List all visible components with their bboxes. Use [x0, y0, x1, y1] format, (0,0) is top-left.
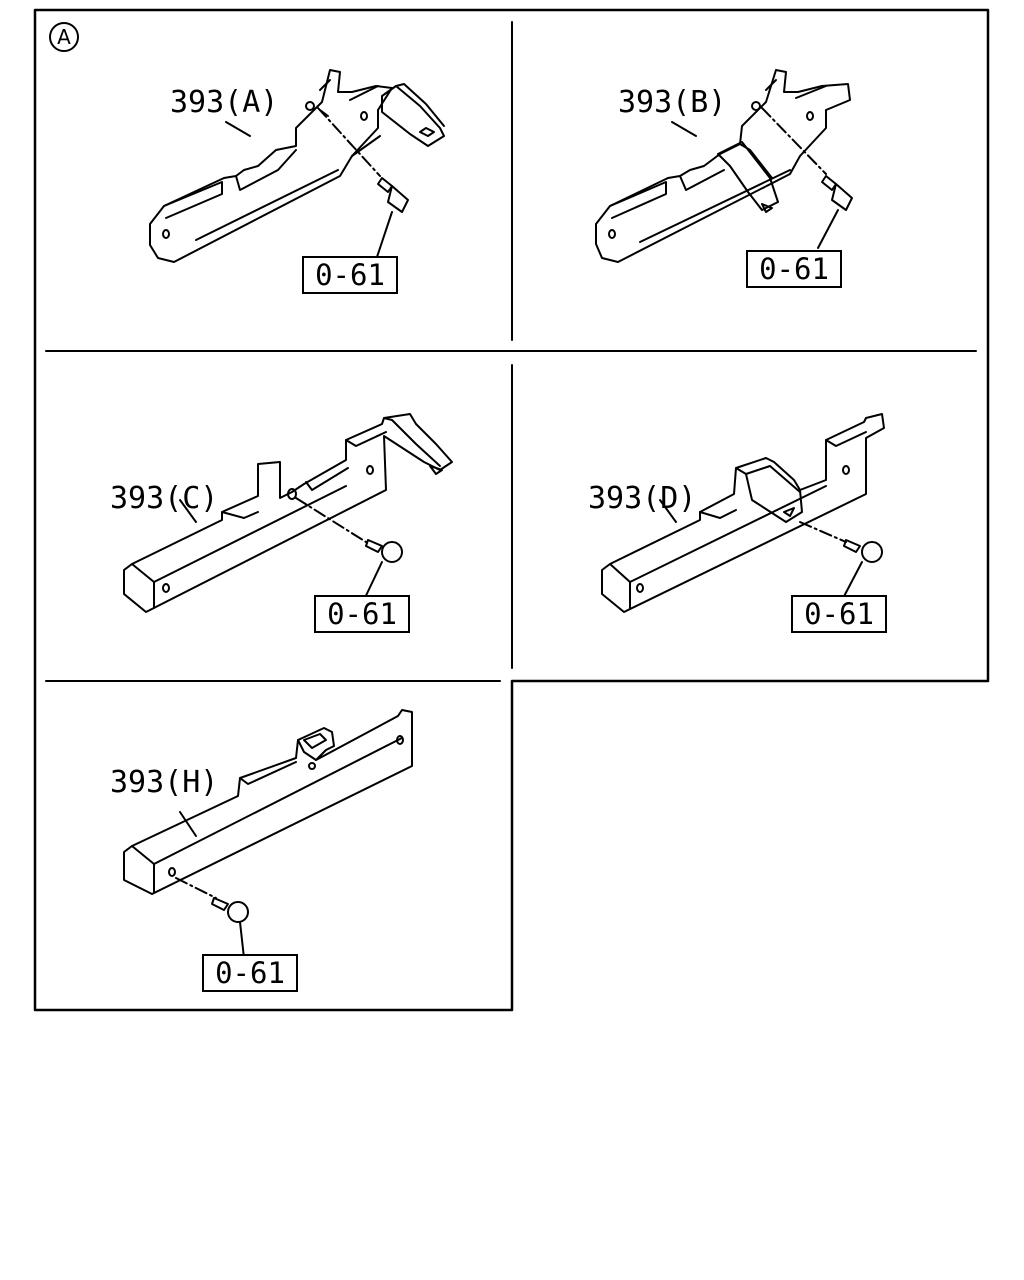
part-label-393-c: 393(C) [110, 481, 219, 516]
bolt-ref-c: 0-61 [314, 595, 410, 633]
panel-dividers [46, 22, 976, 681]
bracket-393-h [124, 710, 412, 958]
outer-frame [35, 10, 988, 1010]
bracket-393-a [150, 70, 444, 262]
bracket-393-c [124, 414, 452, 612]
part-label-393-h: 393(H) [110, 765, 219, 800]
part-label-393-d: 393(D) [588, 481, 697, 516]
bolt-ref-a: 0-61 [302, 256, 398, 294]
bolt-ref-d: 0-61 [791, 595, 887, 633]
bracket-393-b [596, 70, 852, 262]
bolt-ref-h: 0-61 [202, 954, 298, 992]
bracket-393-d [602, 414, 884, 612]
part-label-393-a: 393(A) [170, 85, 279, 120]
view-marker: A [49, 22, 79, 52]
bolt-ref-b: 0-61 [746, 250, 842, 288]
part-label-393-b: 393(B) [618, 85, 727, 120]
